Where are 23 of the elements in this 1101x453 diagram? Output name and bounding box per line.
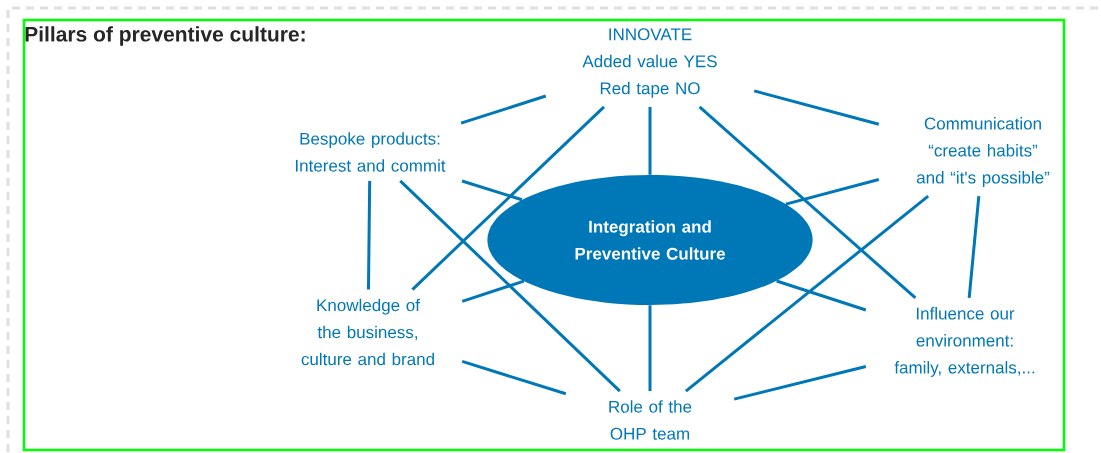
connector-line bbox=[733, 365, 867, 401]
connector-line bbox=[648, 106, 652, 175]
connector-line bbox=[776, 279, 867, 312]
connector-line bbox=[967, 196, 981, 298]
connector-line bbox=[698, 105, 917, 299]
pillar-label: Influence our environment: family, externals,... bbox=[894, 307, 1035, 377]
connector-line bbox=[461, 359, 567, 396]
pillar-label: Communication “create habits” and “it's possible” bbox=[916, 117, 1050, 187]
connector-line bbox=[684, 194, 930, 393]
pillar-label: INNOVATE Added value YES Red tape NO bbox=[582, 28, 717, 98]
connector-line bbox=[753, 89, 880, 126]
connector-line bbox=[460, 94, 547, 125]
connector-line bbox=[785, 178, 880, 206]
connector-line bbox=[366, 180, 372, 290]
pillar-label: Bespoke products: Interest and commit bbox=[296, 132, 446, 172]
title: Pillars of preventive culture: bbox=[25, 26, 305, 46]
connector-line bbox=[399, 179, 621, 393]
pillar-label: Knowledge of the business, culture and brand bbox=[301, 298, 434, 366]
connector-line bbox=[461, 279, 525, 303]
pillar-label: Role of the OHP team bbox=[609, 400, 692, 440]
connector-line bbox=[411, 105, 606, 291]
connector-line bbox=[648, 305, 652, 392]
connector-line bbox=[461, 179, 523, 202]
